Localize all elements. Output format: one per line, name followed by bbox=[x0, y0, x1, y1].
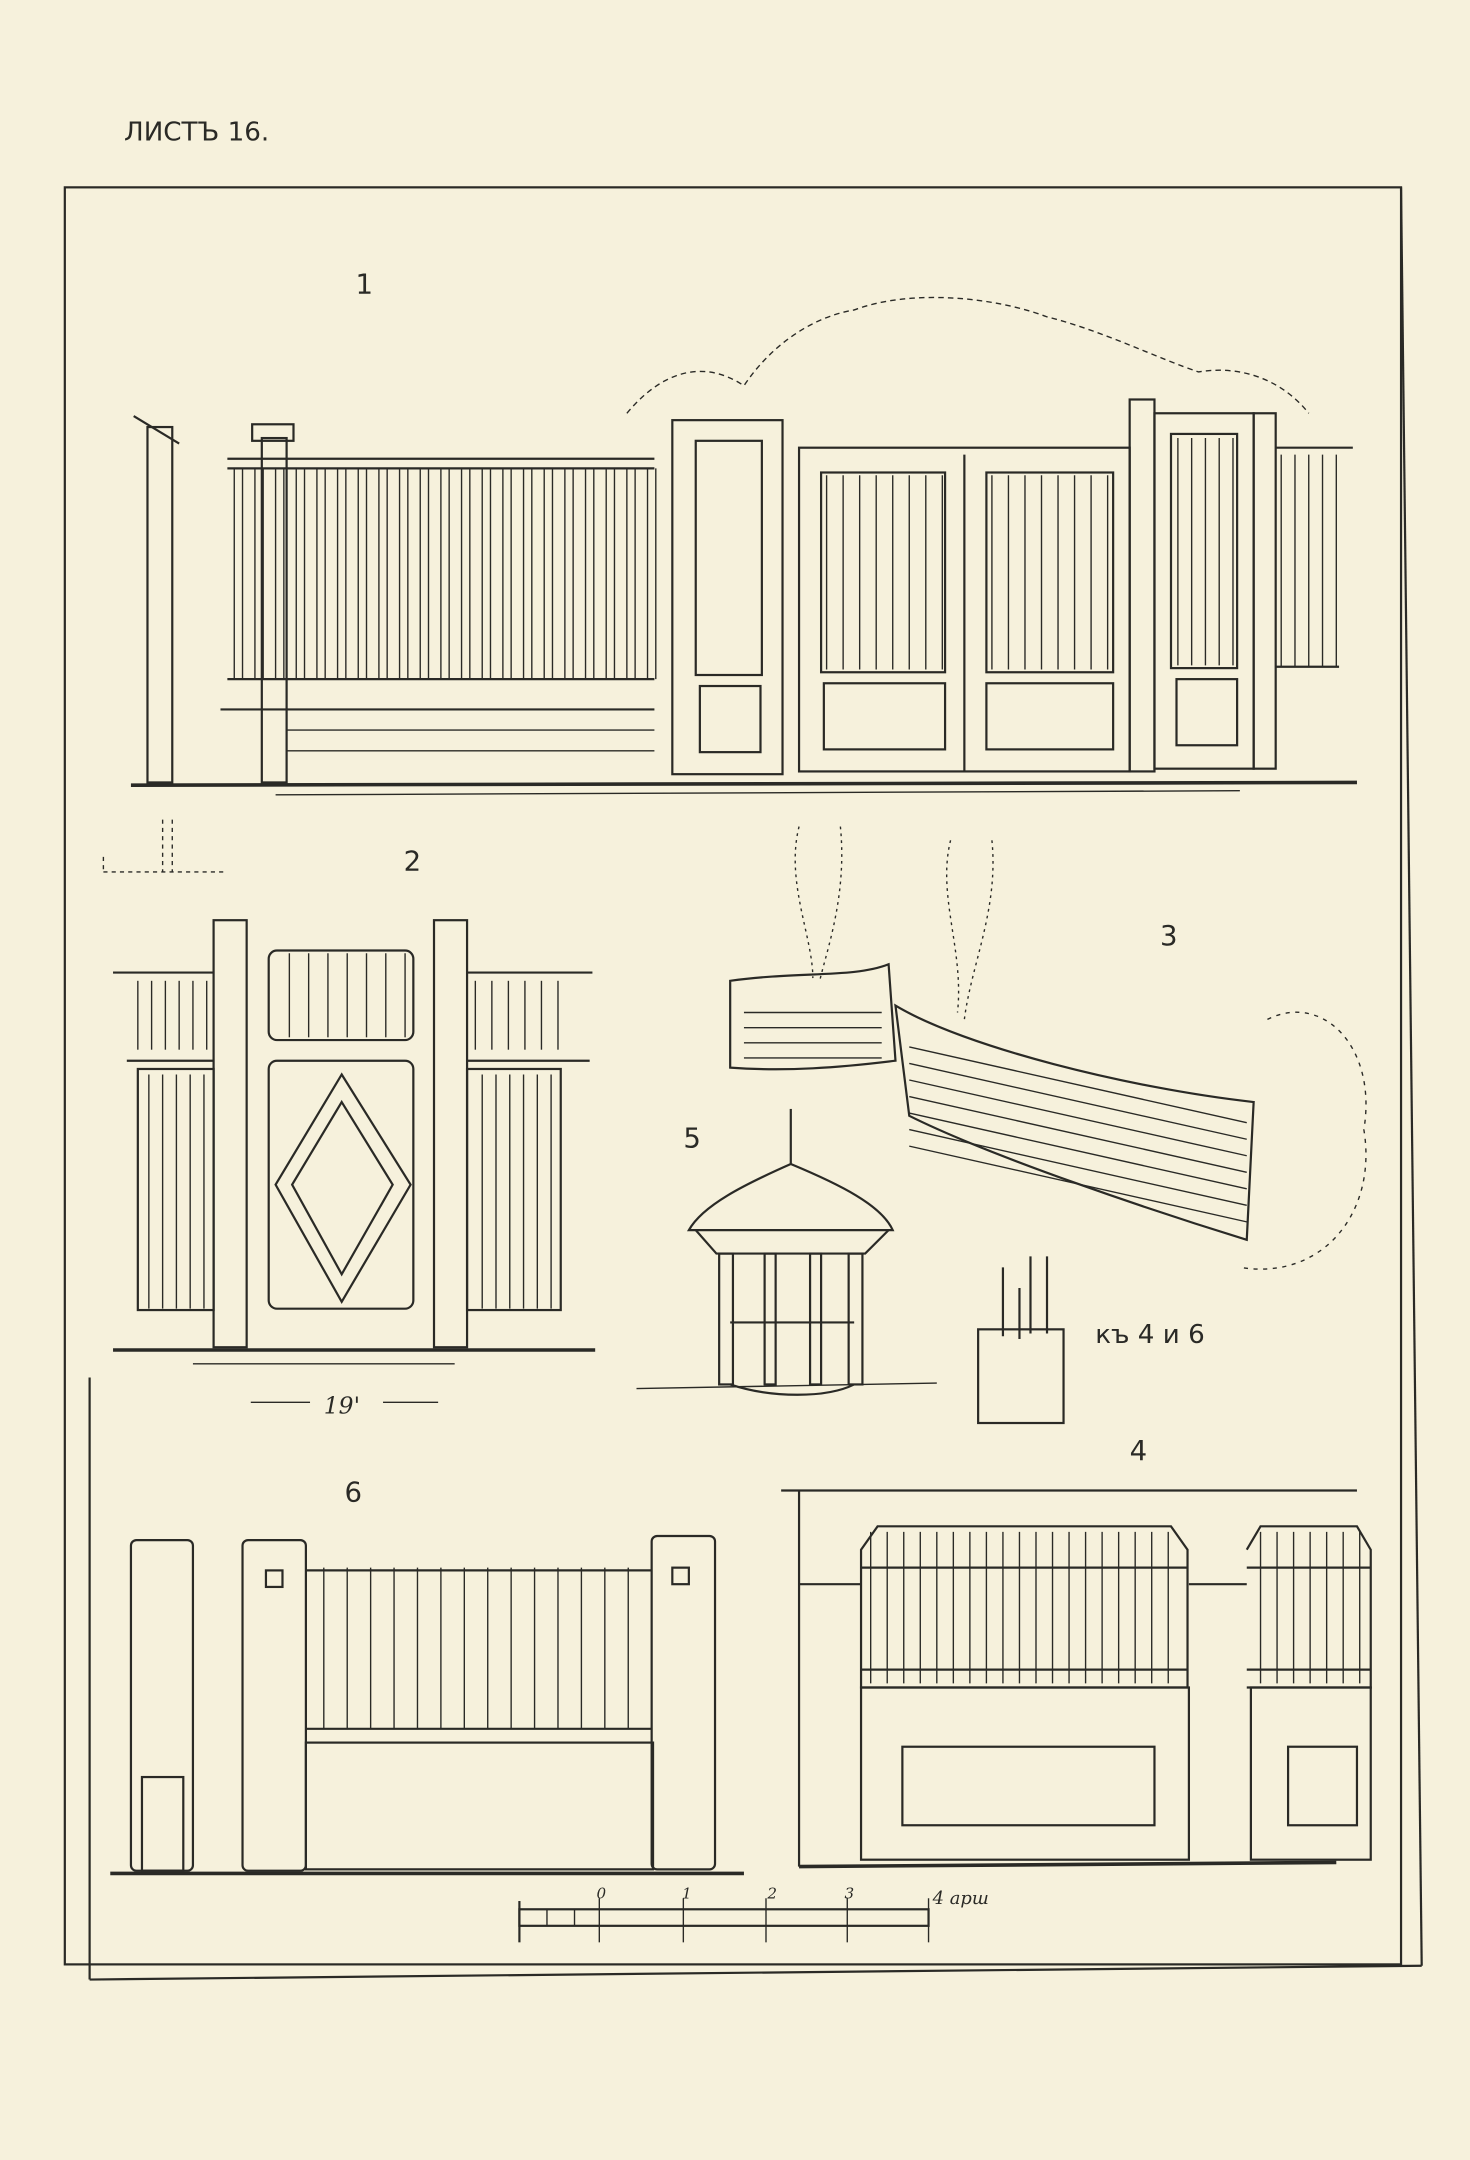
figure-3-stone-wall: 3 bbox=[729, 826, 1367, 1270]
figure-5-label: 5 bbox=[683, 1123, 701, 1155]
figure-5-well: 5 bbox=[636, 1108, 937, 1396]
scale-bar: 0 1 2 3 4 арш bbox=[518, 1884, 989, 1943]
stone-course bbox=[909, 1046, 1247, 1124]
figure-2-label: 2 bbox=[404, 846, 422, 878]
post-detail-caption: къ 4 и 6 bbox=[1095, 1320, 1205, 1350]
figure-4-fence-on-wall: 4 bbox=[781, 1435, 1372, 1869]
figure-6-iron-fence: 6 bbox=[110, 1477, 744, 1876]
figure-2-gate: 2 19' bbox=[113, 846, 596, 1419]
stone-course bbox=[909, 1128, 1247, 1207]
stone-course bbox=[909, 1062, 1247, 1140]
sheet-frame bbox=[63, 186, 1423, 1981]
figure-1-label: 1 bbox=[355, 268, 373, 300]
scale-unit-label: 4 арш bbox=[932, 1888, 989, 1909]
stone-course bbox=[909, 1079, 1247, 1157]
scale-tick-0: 0 bbox=[597, 1884, 607, 1902]
scale-tick-3: 3 bbox=[845, 1884, 855, 1902]
stone-course bbox=[909, 1145, 1247, 1223]
scale-tick-2: 2 bbox=[766, 1884, 777, 1902]
figure-1-fence-with-gate: 1 bbox=[130, 268, 1357, 796]
figure-4-label: 4 bbox=[1130, 1435, 1148, 1467]
sheet-title: ЛИСТЪ 16. bbox=[124, 118, 269, 148]
plan-detail bbox=[102, 819, 228, 873]
figure-3-label: 3 bbox=[1160, 920, 1178, 952]
scale-tick-1: 1 bbox=[682, 1884, 692, 1902]
post-detail: къ 4 и 6 bbox=[977, 1256, 1205, 1425]
gate-width-dimension: 19' bbox=[324, 1391, 360, 1419]
stone-course bbox=[909, 1112, 1247, 1190]
figure-6-label: 6 bbox=[344, 1477, 362, 1509]
stone-course bbox=[909, 1095, 1247, 1173]
